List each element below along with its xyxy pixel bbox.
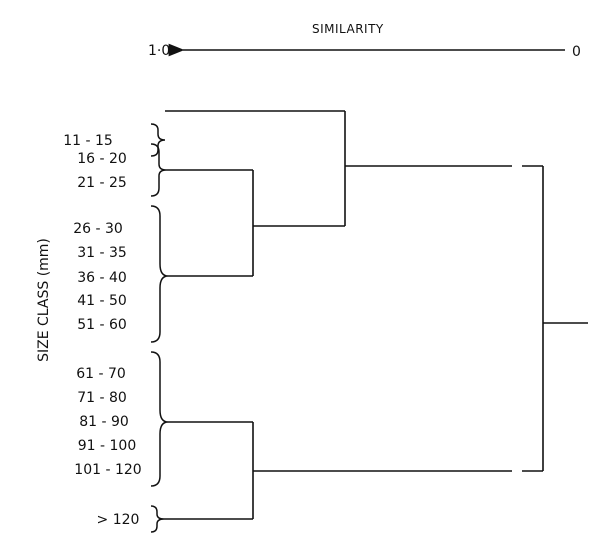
size-class-label: 36 - 40 — [77, 270, 127, 286]
size-class-label: 61 - 70 — [76, 366, 126, 382]
size-class-label: > 120 — [97, 512, 140, 528]
size-class-label: 11 - 15 — [63, 133, 113, 149]
y-axis-label: SIZE CLASS (mm) — [36, 238, 52, 362]
size-class-label: 31 - 35 — [77, 245, 127, 261]
axis-label-low: 0 — [572, 44, 581, 60]
dendrogram-links — [164, 110, 588, 520]
group-brace — [150, 205, 169, 343]
size-class-label: 91 - 100 — [78, 438, 137, 454]
size-class-label: 71 - 80 — [77, 390, 127, 406]
size-class-label: 41 - 50 — [77, 293, 127, 309]
group-brace — [150, 123, 166, 157]
axis-label-high: 1·0 — [148, 43, 170, 59]
size-class-label: 51 - 60 — [77, 317, 127, 333]
group-brace — [150, 351, 169, 487]
size-class-label: 26 - 30 — [73, 221, 123, 237]
group-brace — [150, 505, 165, 533]
group-brace — [150, 143, 167, 197]
size-class-label: 21 - 25 — [77, 175, 127, 191]
size-class-label: 81 - 90 — [79, 414, 129, 430]
size-class-label: 16 - 20 — [77, 151, 127, 167]
size-class-label: 101 - 120 — [74, 462, 141, 478]
similarity-title: SIMILARITY — [312, 22, 384, 36]
